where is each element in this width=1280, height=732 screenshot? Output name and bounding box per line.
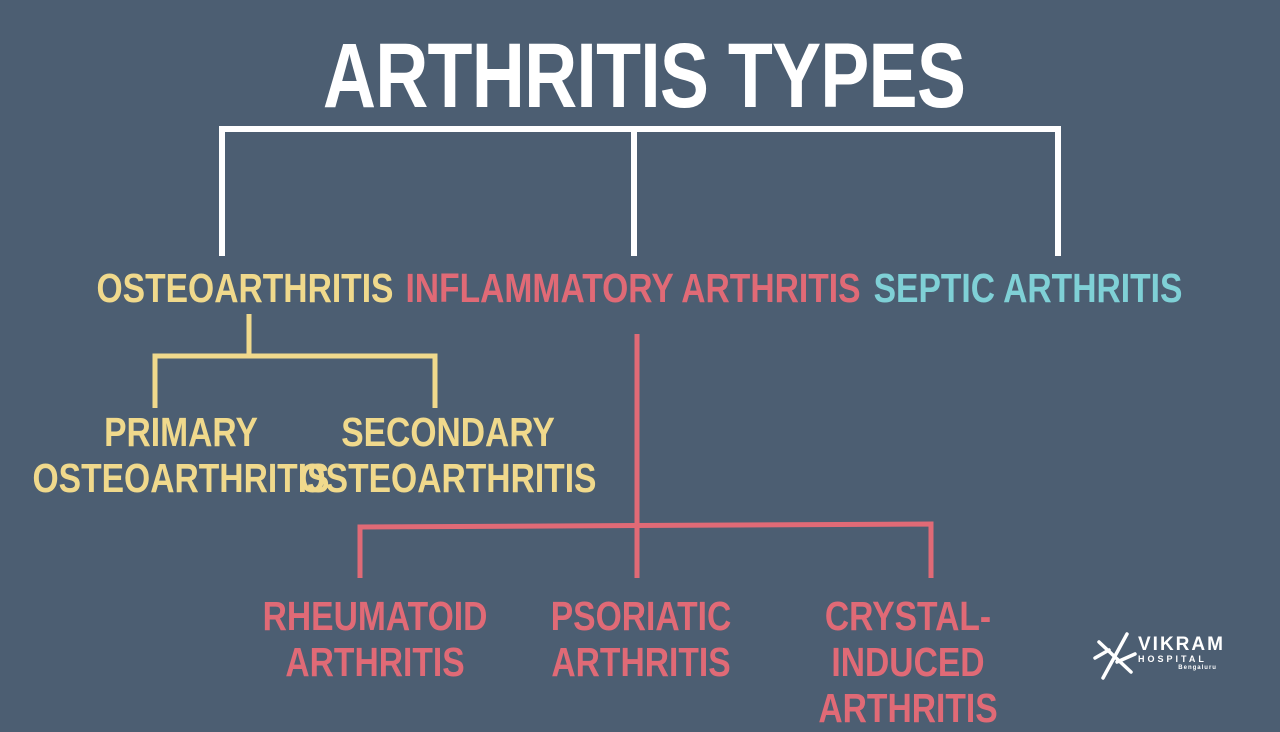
subtype-primary-osteoarthritis: PRIMARY OSTEOARTHRITIS xyxy=(32,409,330,501)
root-connector xyxy=(219,126,1061,256)
subtype-psoriatic-arthritis: PSORIATIC ARTHRITIS xyxy=(550,593,732,685)
vikram-hospital-logo: VIKRAM HOSPITAL Bengaluru xyxy=(1093,628,1223,684)
logo-city: Bengaluru xyxy=(1178,665,1217,671)
category-septic-arthritis: SEPTIC ARTHRITIS xyxy=(873,265,1183,311)
osteo-connector-branch xyxy=(152,353,438,408)
category-osteoarthritis: OSTEOARTHRITIS xyxy=(96,265,394,311)
subtype-crystal-induced-arthritis: CRYSTAL-INDUCED ARTHRITIS xyxy=(818,593,998,731)
vikram-star-logo-icon xyxy=(1093,632,1137,680)
category-inflammatory-arthritis: INFLAMMATORY ARTHRITIS xyxy=(405,265,861,311)
logo-name: VIKRAM xyxy=(1138,634,1225,655)
inflammatory-connector-branch xyxy=(357,521,934,578)
logo-line2: HOSPITAL xyxy=(1138,654,1207,664)
diagram-title: ARTHRITIS TYPES xyxy=(322,25,966,127)
subtype-secondary-osteoarthritis: SECONDARY OSTEOARTHRITIS xyxy=(299,409,597,501)
subtype-rheumatoid-arthritis: RHEUMATOID ARTHRITIS xyxy=(262,593,488,685)
logo-wordmark: VIKRAM HOSPITAL Bengaluru xyxy=(1138,635,1225,671)
